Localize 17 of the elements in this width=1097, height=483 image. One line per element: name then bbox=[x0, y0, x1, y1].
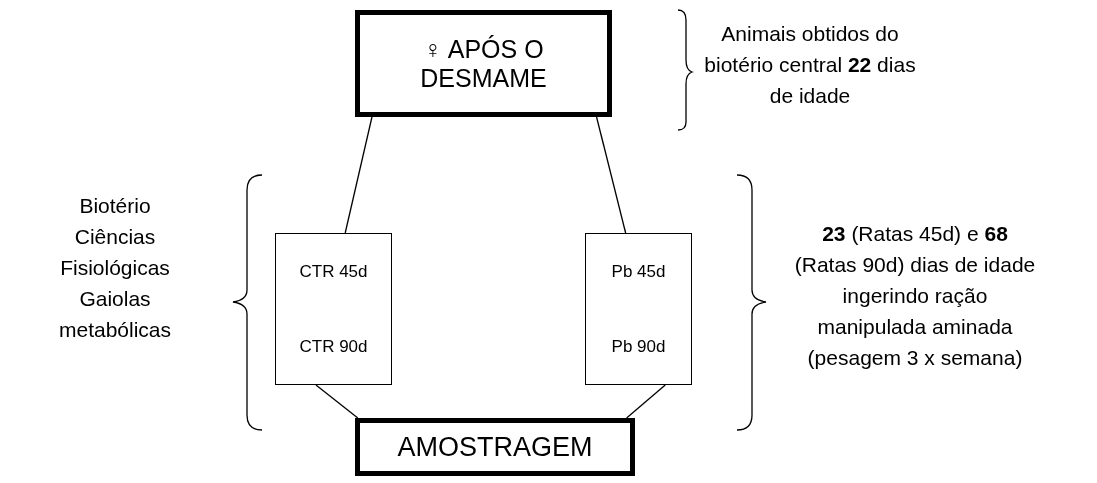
note-text: 23 (Ratas 45d) e 68 (Ratas 90d) dias de idade ingerindo ração manipulada aminada (pesagem 3 x semana) bbox=[793, 221, 1037, 371]
group-box bbox=[585, 233, 692, 385]
node-text: AMOSTRAGEM bbox=[396, 431, 594, 463]
connector-line bbox=[625, 384, 666, 419]
node-text: Pb 90d bbox=[610, 336, 667, 357]
node-text: ♀ APÓS O DESMAME bbox=[419, 34, 548, 93]
stage-box bbox=[355, 418, 635, 476]
node-text: Pb 45d bbox=[610, 261, 667, 282]
note-text: Animais obtidos do biotério central 22 dias de idade bbox=[703, 21, 917, 109]
stage-box bbox=[355, 10, 612, 117]
note-text: Biotério Ciências Fisiológicas Gaiolas metabólicas bbox=[57, 193, 173, 343]
connector-line bbox=[344, 116, 373, 234]
node-text: CTR 45d bbox=[298, 261, 369, 282]
group-box bbox=[275, 233, 392, 385]
connector-line bbox=[595, 116, 627, 234]
node-text: CTR 90d bbox=[298, 336, 369, 357]
connector-line bbox=[315, 384, 359, 419]
